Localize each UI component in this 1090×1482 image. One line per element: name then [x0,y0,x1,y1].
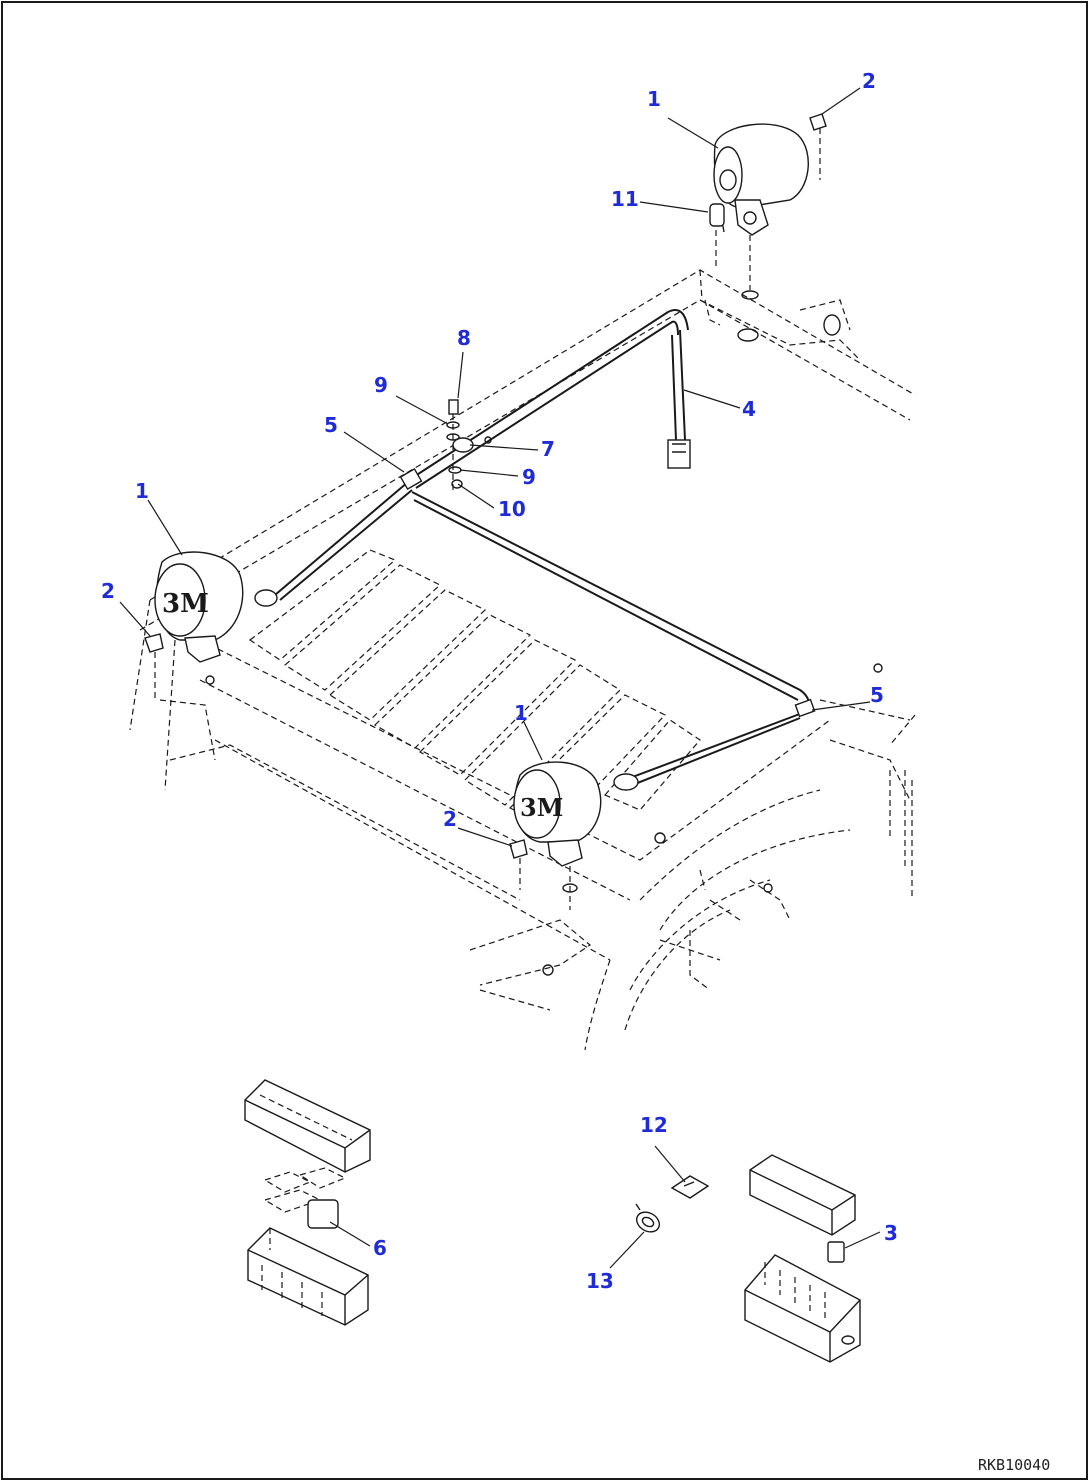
callout-8: 8 [457,326,471,350]
wiring-harness [254,309,816,791]
leader-lines [119,87,881,1269]
fuse-block-3 [744,1154,861,1363]
callout-4: 4 [742,397,756,421]
drawing-number: RKB10040 [978,1456,1050,1474]
callout-6: 6 [373,1236,387,1260]
callout-9-upper: 9 [374,373,388,397]
callout-labels: 1 2 11 8 9 5 7 4 9 10 1 2 5 1 2 12 3 6 1… [101,69,898,1293]
work-lamp-left: 3M [144,551,244,700]
callout-2-center: 2 [443,807,457,831]
callout-2-left: 2 [101,579,115,603]
callout-13: 13 [586,1269,614,1293]
callout-1-top: 1 [647,87,661,111]
svg-text:3M: 3M [162,589,209,619]
part-12-13 [635,1175,710,1233]
callout-5-right: 5 [870,683,884,707]
work-lamp-rear [709,113,827,300]
fuse-box-6 [244,1079,371,1326]
callout-11: 11 [611,187,639,211]
callout-7: 7 [541,437,555,461]
callout-12: 12 [640,1113,668,1137]
work-lamp-front: 3M [509,761,602,910]
callout-1-center: 1 [514,701,528,725]
callout-1-left: 1 [135,479,149,503]
svg-text:3M: 3M [520,793,563,822]
callout-9-lower: 9 [522,465,536,489]
machine-structure [129,269,916,1051]
callout-3: 3 [884,1221,898,1245]
callout-5-upper: 5 [324,413,338,437]
callout-2-top: 2 [862,69,876,93]
callout-10: 10 [498,497,526,521]
